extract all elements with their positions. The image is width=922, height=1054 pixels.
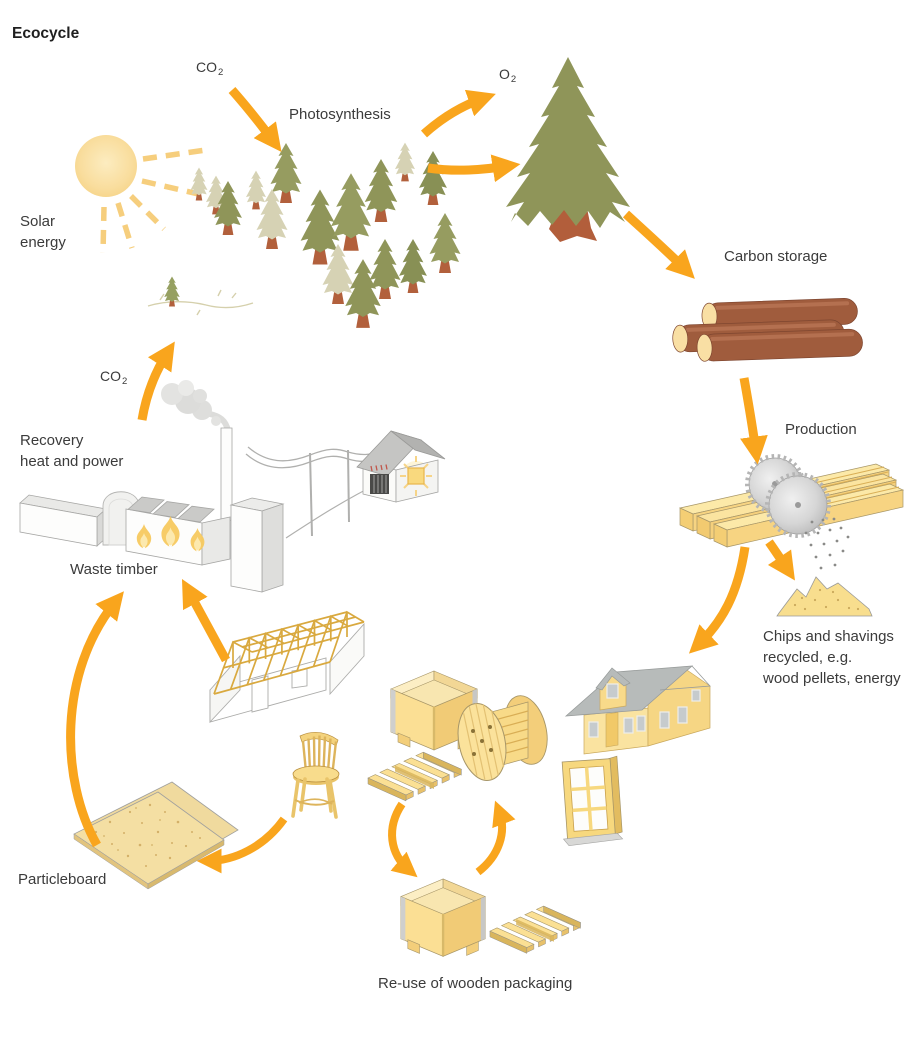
arrow-reuse-right (475, 800, 516, 876)
roof-truss-icon (209, 610, 365, 724)
arrow-production-to-sawdust (765, 539, 795, 581)
label-reuse-packaging: Re-use of wooden packaging (378, 975, 573, 992)
smoke-icon (161, 380, 231, 434)
arrow-particleboard-to-factory (66, 591, 124, 848)
arrow-factory-to-co2 (137, 341, 175, 421)
pallet-icon (367, 751, 462, 802)
arrow-tree-to-logs (622, 210, 695, 279)
pallet-icon-bottom (489, 905, 581, 954)
arrow-forest-to-tree (427, 154, 521, 183)
label-co2-top: CO2 (196, 59, 224, 78)
page-title: Ecocycle (12, 25, 80, 42)
label-o2: O2 (499, 66, 517, 85)
arrow-forest-to-o2 (420, 89, 496, 138)
sawmill-icon (678, 454, 905, 570)
sawdust-spray (804, 517, 850, 570)
label-particleboard: Particleboard (18, 871, 107, 888)
arrow-reuse-left (388, 801, 418, 878)
label-co2-left: CO2 (100, 368, 128, 387)
label-production: Production (785, 421, 857, 438)
house-icon (564, 665, 711, 755)
powered-house-icon (356, 430, 446, 503)
cable-reel-icon (457, 695, 548, 781)
arrow-chair-to-particleboard (196, 816, 288, 874)
chair-icon (291, 731, 340, 819)
arrow-truss-to-factory (181, 578, 230, 663)
arrow-production-to-house (688, 546, 750, 654)
flow-arrows (66, 87, 795, 878)
arrow-co2-to-forest (228, 87, 282, 153)
big-tree-icon (506, 57, 630, 242)
saw-blade-icon (745, 454, 831, 538)
sawdust-pile-icon (776, 576, 873, 617)
label-waste-timber: Waste timber (70, 561, 158, 578)
arrow-logs-to-production (739, 377, 768, 465)
crate-icon-bottom (400, 878, 486, 957)
window-frame-icon (561, 755, 624, 847)
logs-icon (672, 298, 863, 362)
forest-illustration (190, 142, 461, 328)
sapling-icon (147, 276, 254, 316)
label-photosynthesis: Photosynthesis (289, 106, 391, 123)
label-carbon-storage: Carbon storage (724, 248, 828, 265)
sun-icon (75, 135, 207, 254)
factory-icon (19, 380, 446, 593)
